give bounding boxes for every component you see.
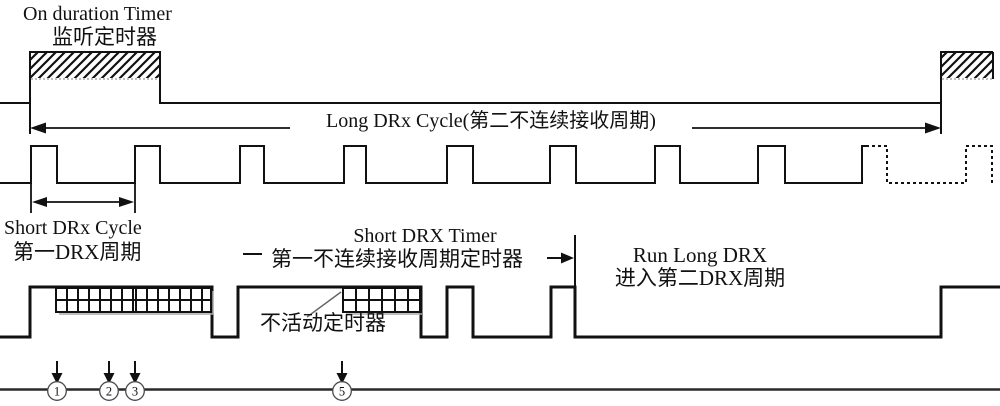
event-marker-5: 5 xyxy=(332,361,352,401)
short-timer-grid-left xyxy=(55,287,214,315)
inactivity-leader-line xyxy=(306,291,342,318)
waveform2-dotted-continuation xyxy=(866,145,993,184)
run-long-drx-label-zh: 进入第二DRX周期 xyxy=(614,266,786,290)
short-timer-grid-right xyxy=(342,287,422,315)
timer-expiry-arrowhead xyxy=(561,252,574,264)
event-circle xyxy=(332,381,352,401)
long-drx-arrowhead-left xyxy=(30,122,46,134)
event-circle xyxy=(99,381,119,401)
short-drx-cycle-label-en: Short DRx Cycle xyxy=(4,217,142,239)
waveform2-edge-extensions xyxy=(30,183,136,213)
short-drx-timer-label-zh: 第一不连续接收周期定时器 xyxy=(271,247,523,271)
event-number: 1 xyxy=(54,385,60,399)
waveform1-edge-extensions xyxy=(29,103,942,134)
event-arrowhead xyxy=(336,373,348,384)
on-duration-hatch-box-left xyxy=(30,52,160,78)
event-number: 5 xyxy=(339,385,345,399)
timer-expiry-arrow xyxy=(547,252,574,264)
on-duration-timer-label-en: On duration Timer xyxy=(23,3,172,25)
event-marker-2: 2 xyxy=(99,361,119,401)
run-long-drx-label-en: Run Long DRX xyxy=(632,243,768,267)
event-marker-3: 3 xyxy=(125,361,145,401)
long-drx-cycle-label: Long DRx Cycle(第二不连续接收周期) xyxy=(290,108,692,139)
waveform2-path xyxy=(0,145,866,184)
event-number: 2 xyxy=(106,385,112,399)
event-marker-1: 1 xyxy=(47,361,67,401)
event-arrowhead xyxy=(51,373,63,384)
short-drx-timer-label-en: Short DRX Timer xyxy=(353,225,497,247)
grid-a-cells xyxy=(56,288,211,312)
short-drx-arrowhead-right xyxy=(119,197,134,207)
inactivity-timer-label-zh: 不活动定时器 xyxy=(260,311,386,335)
event-arrowhead xyxy=(103,373,115,384)
long-drx-arrowhead-right xyxy=(925,122,941,134)
event-arrowhead xyxy=(129,373,141,384)
grid-b-cells xyxy=(343,288,420,312)
event-circle xyxy=(125,381,145,401)
on-duration-timer-label-zh: 监听定时器 xyxy=(52,25,157,49)
grid-a-shadow xyxy=(59,291,214,315)
on-duration-hatch-box-right xyxy=(941,52,993,78)
short-drx-cycle-arrow xyxy=(32,197,134,207)
short-drx-cycle-label-zh: 第一DRX周期 xyxy=(13,240,142,264)
event-circle xyxy=(47,381,67,401)
waveform1-path xyxy=(0,51,993,104)
short-drx-arrowhead-left xyxy=(32,197,47,207)
event-number: 3 xyxy=(132,385,138,399)
